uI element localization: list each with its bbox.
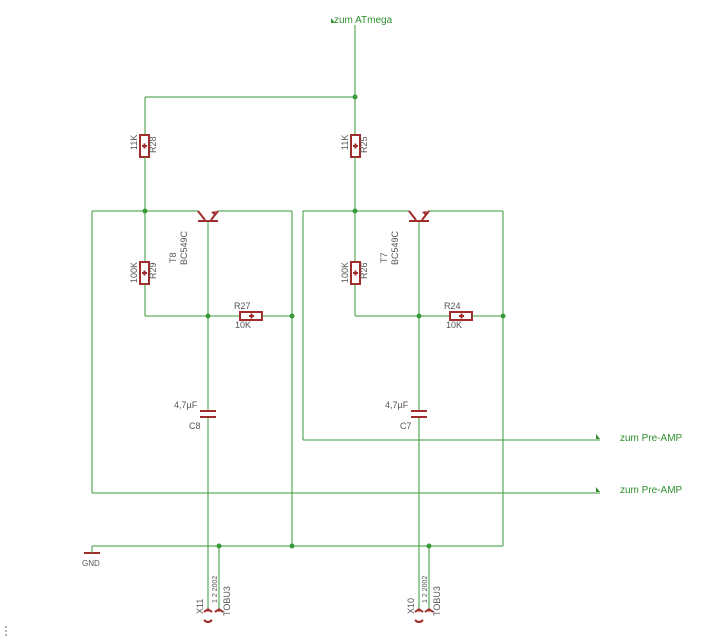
r27-value: 10K (235, 320, 251, 330)
capacitor-c7 (411, 410, 427, 418)
r25-name: R25 (359, 136, 369, 153)
connector-x11 (203, 546, 224, 623)
transistor-t7 (408, 210, 503, 316)
x10-name: X10 (406, 598, 416, 614)
ground-net (84, 543, 503, 554)
net-label-preamp-2: zum Pre-AMP (620, 485, 683, 496)
capacitor-c8 (200, 410, 216, 418)
c8-value: 4,7µF (174, 400, 198, 410)
t7-type: BC549C (390, 230, 400, 265)
r27-name: R27 (234, 301, 251, 311)
supply-net (144, 25, 358, 135)
x11-type: TOBU3 (222, 586, 232, 616)
r25-value: 11K (340, 135, 350, 150)
resistor-r27 (239, 311, 263, 321)
r29-name: R29 (148, 262, 158, 279)
channel-left: 11K R28 T8 BC549C 100K R29 (91, 134, 600, 623)
connector-x10 (414, 546, 434, 623)
channel-right: 11K R25 T7 BC549C 100K R26 (302, 134, 600, 623)
net-label-atmega: zum ATmega (334, 15, 393, 26)
r24-name: R24 (444, 301, 461, 311)
c7-name: C7 (400, 421, 412, 431)
r24-value: 10K (446, 320, 462, 330)
t8-name: T8 (168, 252, 178, 263)
c7-value: 4,7µF (385, 400, 409, 410)
r26-name: R26 (359, 262, 369, 279)
r28-value: 11K (129, 135, 139, 150)
x10-type: TOBU3 (432, 586, 442, 616)
x11-name: X11 (195, 599, 205, 614)
c8-name: C8 (189, 421, 201, 431)
gnd-label: GND (82, 559, 100, 568)
net-flag-icon (596, 434, 600, 439)
x11-pins: 1 2 2002 (212, 576, 219, 603)
net-label-preamp-1: zum Pre-AMP (620, 433, 683, 444)
r26-value: 100K (340, 262, 350, 283)
net-flag-icon (331, 18, 335, 23)
t7-name: T7 (379, 252, 389, 263)
r28-name: R28 (148, 136, 158, 153)
x10-pins: 1 2 2002 (422, 576, 429, 603)
net-flag-icon (596, 487, 600, 492)
r29-value: 100K (129, 262, 139, 283)
resistor-r24 (449, 311, 473, 321)
transistor-t8 (197, 210, 292, 316)
t8-type: BC549C (179, 230, 189, 265)
